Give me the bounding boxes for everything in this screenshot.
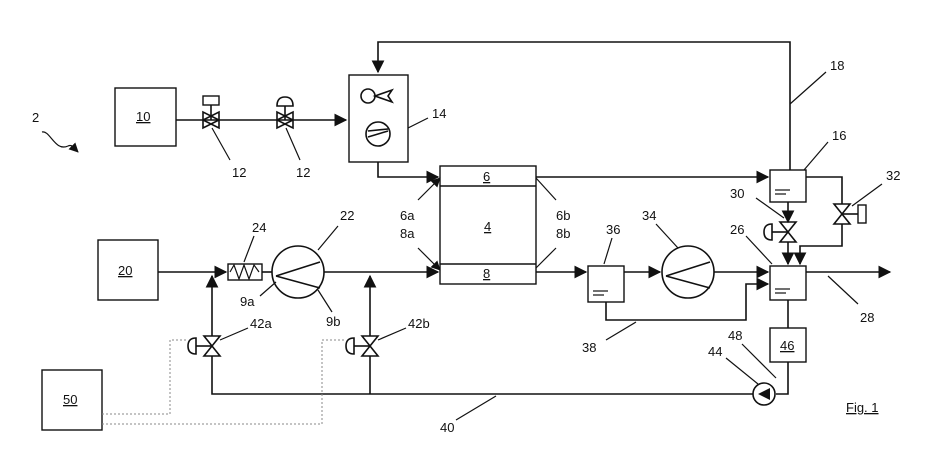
label-12a: 12 <box>232 165 246 180</box>
label-24: 24 <box>252 220 266 235</box>
label-12b: 12 <box>296 165 310 180</box>
signal-line-42b <box>102 340 346 424</box>
label-6b: 6b <box>556 208 570 223</box>
leader-34 <box>656 224 678 248</box>
label-26: 26 <box>730 222 744 237</box>
label-22: 22 <box>340 208 354 223</box>
leader-22 <box>318 226 338 250</box>
component-46-label: 46 <box>780 338 794 353</box>
label-40: 40 <box>440 420 454 435</box>
leader-8a <box>418 248 440 270</box>
leader-28 <box>828 276 858 304</box>
bypass-line-32 <box>806 177 842 204</box>
leader-24 <box>244 236 254 262</box>
leader-12a <box>212 128 230 160</box>
component-14 <box>349 75 408 162</box>
leader-32 <box>852 184 882 206</box>
compressor-34 <box>662 246 714 298</box>
valve-42a <box>188 336 220 356</box>
compressor-22 <box>272 246 324 298</box>
line-46-to-pump <box>776 362 788 394</box>
leader-44 <box>726 358 758 384</box>
line-38 <box>606 284 768 320</box>
valve-30 <box>764 222 796 242</box>
label-32: 32 <box>886 168 900 183</box>
label-28: 28 <box>860 310 874 325</box>
label-42a: 42a <box>250 316 272 331</box>
component-8-label: 8 <box>483 266 490 281</box>
leader-12b <box>286 128 300 160</box>
label-9b: 9b <box>326 314 340 329</box>
line-32-to-26 <box>800 224 842 264</box>
leader-14 <box>408 118 428 128</box>
valve-42b <box>346 336 378 356</box>
system-ref-label: 2 <box>32 110 39 125</box>
tank-16 <box>770 170 806 202</box>
label-34: 34 <box>642 208 656 223</box>
leader-9b <box>318 290 332 312</box>
label-42b: 42b <box>408 316 430 331</box>
component-20-label: 20 <box>118 263 132 278</box>
tank-36 <box>588 266 624 302</box>
leader-40 <box>456 396 496 420</box>
component-4-label: 4 <box>484 219 491 234</box>
valve-32 <box>834 204 866 224</box>
line-14-to-6a <box>378 162 438 177</box>
label-38: 38 <box>582 340 596 355</box>
label-16: 16 <box>832 128 846 143</box>
label-8b: 8b <box>556 226 570 241</box>
tank-26 <box>770 266 806 300</box>
valve-12b <box>277 97 293 128</box>
leader-16 <box>804 142 828 170</box>
label-18: 18 <box>830 58 844 73</box>
label-14: 14 <box>432 106 446 121</box>
valve-12a <box>203 96 219 128</box>
label-48: 48 <box>728 328 742 343</box>
signal-line-42a <box>102 340 188 414</box>
leader-6b <box>536 178 556 200</box>
label-6a: 6a <box>400 208 415 223</box>
figure-caption: Fig. 1 <box>846 400 879 415</box>
leader-42b <box>378 328 406 340</box>
system-pointer-arrow <box>42 132 78 152</box>
leader-6a <box>418 178 440 200</box>
leader-8b <box>536 248 556 268</box>
component-50-label: 50 <box>63 392 77 407</box>
component-10-label: 10 <box>136 109 150 124</box>
pump-44 <box>753 383 775 405</box>
label-36: 36 <box>606 222 620 237</box>
label-8a: 8a <box>400 226 415 241</box>
leader-38 <box>606 322 636 340</box>
heater-24 <box>228 264 272 280</box>
label-44: 44 <box>708 344 722 359</box>
component-6-label: 6 <box>483 169 490 184</box>
leader-36 <box>604 238 612 264</box>
leader-9a <box>260 282 276 296</box>
label-9a: 9a <box>240 294 255 309</box>
label-30: 30 <box>730 186 744 201</box>
leader-42a <box>220 328 248 340</box>
return-line-40 <box>212 356 753 394</box>
leader-18 <box>790 72 826 104</box>
